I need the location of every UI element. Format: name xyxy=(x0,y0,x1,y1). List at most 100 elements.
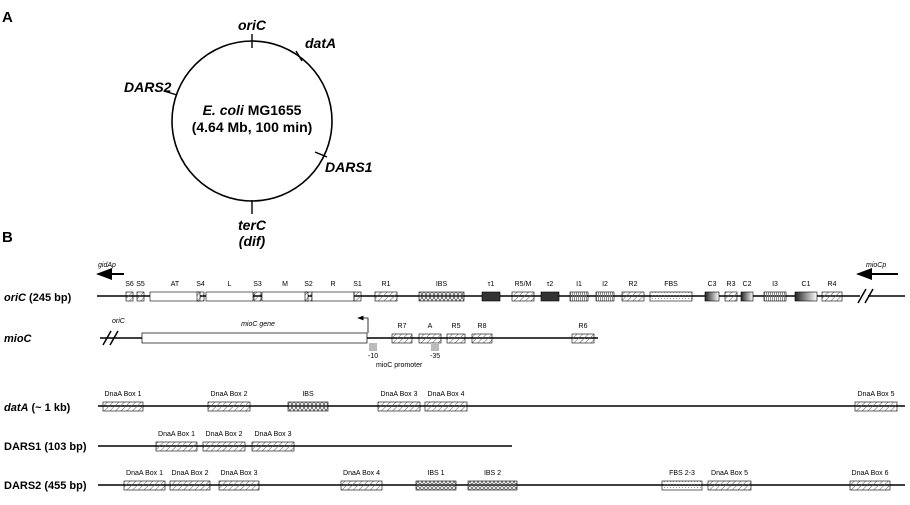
mioc-oric-tag: oriC xyxy=(112,318,126,325)
data-box-label-dnaa-box-5: DnaA Box 5 xyxy=(858,391,895,398)
oric-box-c1 xyxy=(794,291,818,302)
oric-box-s3 xyxy=(253,291,262,302)
site-oric-label: oriC xyxy=(238,17,267,33)
oric-box-fbs xyxy=(649,291,693,302)
oric-box-r4 xyxy=(821,291,843,302)
mioc-box-r8 xyxy=(471,333,493,344)
data-row-label: datA (~ 1 kb) xyxy=(4,402,71,414)
data-row-label-size: (~ 1 kb) xyxy=(28,402,70,414)
oric-box-r1 xyxy=(374,291,398,302)
data-box-label-dnaa-box-1: DnaA Box 1 xyxy=(105,391,142,398)
oric-box-r xyxy=(311,291,355,302)
oric-box-label-s6: S6 xyxy=(125,281,134,288)
oric-box-label-fbs: FBS xyxy=(664,281,678,288)
data-box-dnaa-box-5 xyxy=(854,401,898,412)
minus10-label: -10 xyxy=(368,353,378,360)
dars2-box-label-dnaa-box-1: DnaA Box 1 xyxy=(126,470,163,477)
oric-box-s2 xyxy=(304,291,313,302)
oric-box-label-c1: C1 xyxy=(802,281,811,288)
miocp-label: mioCp xyxy=(866,262,886,269)
dars2-box-label-fbs-2-3: FBS 2-3 xyxy=(669,470,695,477)
data-elements: DnaA Box 1 DnaA Box 2 IBS DnaA Box 3 DnaA Bo… xyxy=(102,391,898,412)
oric-box-label-c3: C3 xyxy=(708,281,717,288)
dars2-box-dnaa-box-3 xyxy=(218,480,260,491)
mioc-gene-label: mioC gene xyxy=(241,321,275,328)
oric-box-label-c2: C2 xyxy=(743,281,752,288)
oric-box-l xyxy=(205,291,254,302)
oric-box-1 xyxy=(481,291,501,302)
oric-box-c2 xyxy=(740,291,754,302)
dars2-row-label: DARS2 (455 bp) xyxy=(4,480,87,492)
oric-box-label-r4: R4 xyxy=(828,281,837,288)
dars1-box-label-dnaa-box-3: DnaA Box 3 xyxy=(255,431,292,438)
dars2-elements: DnaA Box 1 DnaA Box 2 DnaA Box 3 DnaA Box 4… xyxy=(123,470,891,491)
oric-box-r5-m xyxy=(511,291,535,302)
oric-box-c3 xyxy=(704,291,720,302)
oric-box-s6 xyxy=(125,291,134,302)
oric-box-i2 xyxy=(595,291,615,302)
site-dif-label: (dif) xyxy=(239,233,266,249)
dars2-box-dnaa-box-2 xyxy=(169,480,211,491)
dars2-box-label-dnaa-box-3: DnaA Box 3 xyxy=(221,470,258,477)
tick-dars2 xyxy=(163,90,178,96)
oric-break-mark-2 xyxy=(864,288,874,304)
mioc-transcription-arrow xyxy=(357,315,369,333)
dars2-box-label-dnaa-box-2: DnaA Box 2 xyxy=(172,470,209,477)
mioc-box-r7 xyxy=(391,333,413,344)
minus35-label: -35 xyxy=(430,353,440,360)
oric-box-at xyxy=(149,291,201,302)
oric-box-label-at: AT xyxy=(171,281,180,288)
dars2-box-dnaa-box-4 xyxy=(340,480,383,491)
data-box-label-dnaa-box-3: DnaA Box 3 xyxy=(381,391,418,398)
data-box-label-ibs: IBS xyxy=(302,391,314,398)
mioc-box-r5 xyxy=(446,333,466,344)
genome-title: E. coli MG1655 xyxy=(203,102,302,118)
genome-size: (4.64 Mb, 100 min) xyxy=(192,119,313,135)
data-row-label-name: datA xyxy=(4,402,29,414)
oric-box-m xyxy=(261,291,309,302)
oric-box-label-1: τ1 xyxy=(488,281,495,288)
gidap-label: gidAp xyxy=(98,262,116,269)
oric-box-ibs xyxy=(418,291,465,302)
oric-box-label-s2: S2 xyxy=(304,281,313,288)
tick-dars1 xyxy=(314,151,328,158)
oric-box-s4 xyxy=(196,291,205,302)
dars2-box-ibs-2 xyxy=(467,480,518,491)
oric-box-label-ibs: IBS xyxy=(436,281,448,288)
oric-box-label-i3: I3 xyxy=(772,281,778,288)
dars2-box-dnaa-box-1 xyxy=(123,480,166,491)
site-dars2-label: DARS2 xyxy=(124,79,172,95)
site-dars1-label: DARS1 xyxy=(325,159,373,175)
oric-box-r3 xyxy=(724,291,738,302)
mioc-box-label-r7: R7 xyxy=(398,323,407,330)
oric-box-r2 xyxy=(621,291,645,302)
mioc-box-label-a: A xyxy=(428,323,433,330)
oric-box-s1 xyxy=(353,291,362,302)
mioc-promoter-label: mioC promoter xyxy=(376,362,423,369)
oric-box-label-r3: R3 xyxy=(727,281,736,288)
data-box-label-dnaa-box-2: DnaA Box 2 xyxy=(211,391,248,398)
oric-break-mark-1 xyxy=(857,288,867,304)
oric-row-label: oriC (245 bp) xyxy=(4,292,72,304)
oric-box-i3 xyxy=(763,291,787,302)
dars2-box-label-dnaa-box-4: DnaA Box 4 xyxy=(343,470,380,477)
genome-species: E. coli xyxy=(203,102,245,118)
oric-box-label-r2: R2 xyxy=(629,281,638,288)
dars1-box-dnaa-box-1 xyxy=(155,441,198,452)
oric-box-label-l: L xyxy=(228,281,232,288)
panel-b-label: B xyxy=(2,229,13,246)
oric-box-label-s5: S5 xyxy=(136,281,145,288)
dars2-box-label-dnaa-box-6: DnaA Box 6 xyxy=(852,470,889,477)
minus35-box xyxy=(431,343,439,351)
oric-box-label-2: τ2 xyxy=(547,281,554,288)
site-data-label: datA xyxy=(305,35,336,51)
oric-box-label-i2: I2 xyxy=(602,281,608,288)
oric-box-label-s1: S1 xyxy=(353,281,362,288)
oric-box-label-r1: R1 xyxy=(382,281,391,288)
